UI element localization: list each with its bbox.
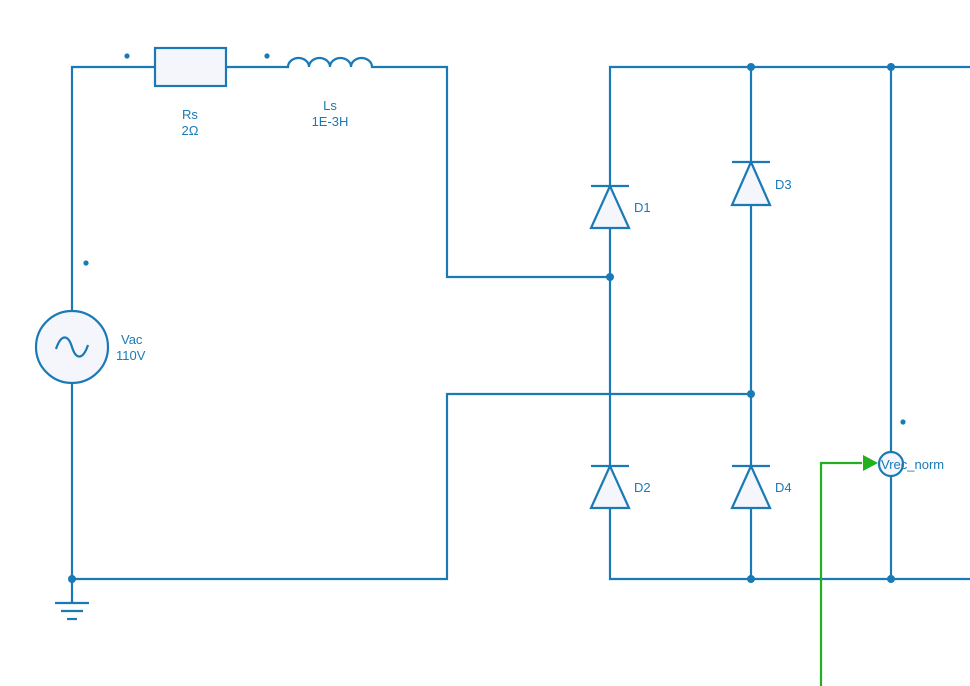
junction-dot <box>747 63 755 71</box>
junction-dot <box>68 575 76 583</box>
resistor-value-label: 2Ω <box>182 123 199 138</box>
inductor-value-label: 1E-3H <box>312 114 349 129</box>
polarity-dot <box>124 53 130 59</box>
source-name-label: Vac <box>121 332 143 347</box>
diode-label: D4 <box>775 480 792 495</box>
inductor-ls[interactable]: Ls 1E-3H <box>286 56 374 129</box>
diode-label: D2 <box>634 480 651 495</box>
wire-ls-bridge[interactable] <box>370 65 612 279</box>
diode-label: D1 <box>634 200 651 215</box>
wire-top-rail[interactable] <box>608 65 970 188</box>
junction-dot <box>887 63 895 71</box>
diode-d1[interactable]: D1 <box>589 183 651 230</box>
source-value-label: 110V <box>116 348 146 363</box>
junction-dot <box>747 390 755 398</box>
resistor-body[interactable] <box>153 46 228 88</box>
inductor-coil[interactable] <box>286 56 374 68</box>
ground-icon[interactable] <box>55 601 89 621</box>
resistor-name-label: Rs <box>182 107 198 122</box>
polarity-dot <box>264 53 270 59</box>
diode-triangle[interactable] <box>589 183 631 230</box>
diode-triangle[interactable] <box>589 463 631 510</box>
diode-label: D3 <box>775 177 792 192</box>
polarity-dot <box>83 260 89 266</box>
signal-wire[interactable] <box>819 455 878 686</box>
voltmeter[interactable]: Vrec_norm <box>877 450 944 478</box>
signal-line[interactable] <box>819 461 862 686</box>
polarity-markers <box>83 53 906 425</box>
junction-dot <box>747 575 755 583</box>
wire-source-bottom[interactable] <box>70 382 753 581</box>
junctions <box>68 63 895 583</box>
junction-dot <box>887 575 895 583</box>
signal-arrow-icon <box>863 455 878 471</box>
polarity-dot <box>900 419 906 425</box>
junction-dot <box>606 273 614 281</box>
wire-source-top[interactable] <box>70 65 157 315</box>
diode-triangle[interactable] <box>730 463 772 510</box>
diode-d4[interactable]: D4 <box>730 463 792 510</box>
diode-triangle[interactable] <box>730 159 772 207</box>
ac-source[interactable]: Vac 110V <box>34 309 146 385</box>
diode-d3[interactable]: D3 <box>730 159 792 207</box>
wire-bottom-rail[interactable] <box>608 506 970 581</box>
voltmeter-label: Vrec_norm <box>881 457 944 472</box>
voltmeter-body[interactable] <box>877 450 905 478</box>
sine-wave-icon <box>54 336 90 358</box>
resistor-rs[interactable]: Rs 2Ω <box>153 46 228 138</box>
inductor-name-label: Ls <box>323 98 337 113</box>
diode-d2[interactable]: D2 <box>589 463 651 510</box>
wires <box>70 65 970 604</box>
